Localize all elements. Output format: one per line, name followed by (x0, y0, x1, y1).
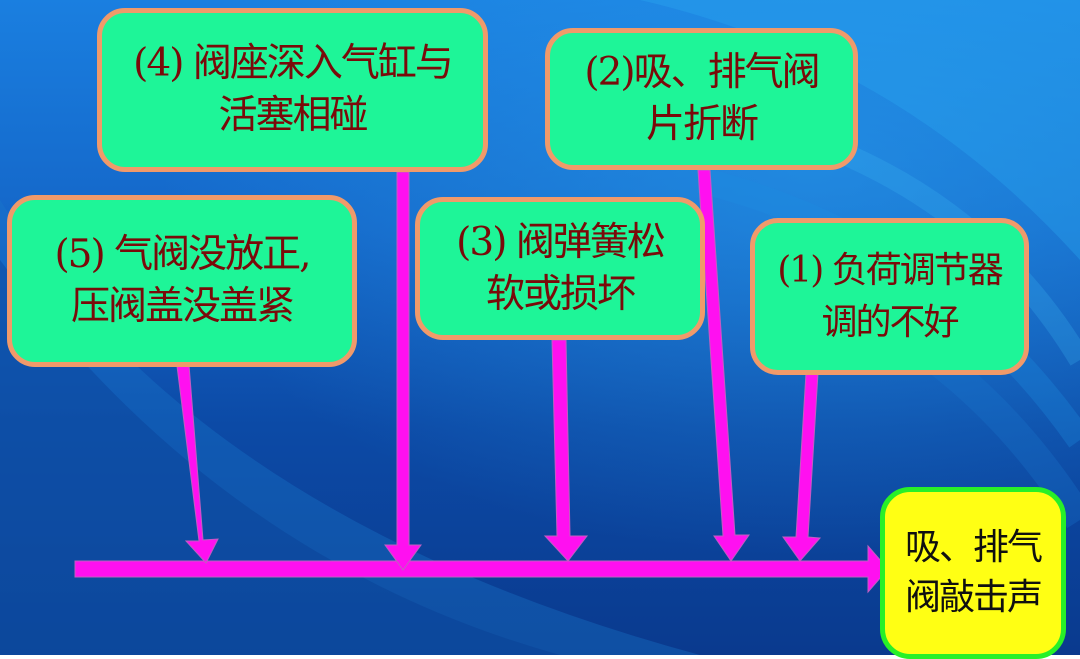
cause-1-line2: 调的不好 (821, 301, 959, 343)
cause-3-line2: 软或损坏 (485, 271, 636, 317)
cause-2-line1: (2)吸、排气阀 (584, 50, 820, 95)
cause-box-2: (2)吸、排气阀 片折断 (545, 28, 858, 170)
result-box: 吸、排气 阀敲击声 (880, 487, 1066, 659)
cause-2-line2: 片折断 (645, 102, 759, 147)
cause-box-1: (1) 负荷调节器 调的不好 (750, 218, 1029, 375)
cause-3-line1: (3) 阀弹簧松 (456, 219, 666, 265)
cause-5-line2: 压阀盖没盖紧 (70, 284, 295, 329)
cause-box-5: (5) 气阀没放正, 压阀盖没盖紧 (7, 195, 357, 367)
cause-box-4: (4) 阀座深入气缸与 活塞相碰 (97, 8, 488, 172)
cause-4-line1: (4) 阀座深入气缸与 (133, 41, 454, 86)
cause-1-line1: (1) 负荷调节器 (777, 249, 1003, 291)
cause-5-line1: (5) 气阀没放正, (54, 232, 311, 277)
cause-box-3: (3) 阀弹簧松 软或损坏 (415, 197, 705, 340)
result-line2: 阀敲击声 (904, 577, 1043, 618)
result-line1: 吸、排气 (904, 527, 1043, 568)
cause-4-line2: 活塞相碰 (218, 93, 368, 138)
